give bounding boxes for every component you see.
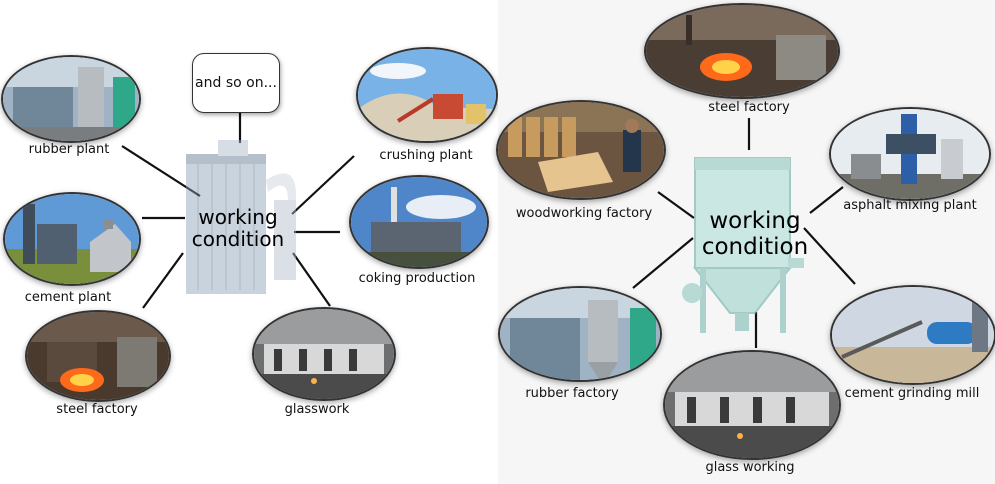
connector-crushing	[291, 155, 355, 215]
label-crushing-plant: crushing plant	[379, 148, 473, 163]
label-rubber-plant: rubber plant	[28, 142, 110, 157]
connector-rubber-plant	[121, 145, 201, 197]
crushing-plant-photo	[356, 47, 498, 143]
label-woodworking-factory: woodworking factory	[515, 206, 653, 221]
connector-steel-factory	[142, 252, 184, 309]
glasswork-photo	[252, 307, 396, 401]
center-line-2: condition	[191, 227, 285, 251]
connector-asphalt	[809, 186, 844, 214]
connector-glasswork	[292, 252, 331, 307]
left-connector-lines	[121, 113, 355, 309]
label-rubber-factory: rubber factory	[525, 386, 619, 401]
coking-production-photo	[349, 175, 489, 269]
label-cement-plant: cement plant	[24, 290, 112, 305]
right-diagram: working condition steel factory	[496, 0, 995, 484]
label-steel-factory: steel factory	[708, 100, 790, 115]
rubber-factory-photo	[498, 286, 662, 382]
label-cement-grinding-mill: cement grinding mill	[844, 386, 980, 401]
label-asphalt-mixing-plant: asphalt mixing plant	[843, 198, 977, 213]
dust-collector-image	[186, 140, 297, 294]
steel-factory-photo	[644, 3, 840, 99]
bubble-text: and so on...	[195, 75, 277, 91]
label-coking-production: coking production	[358, 271, 476, 286]
connector-rubber-factory	[632, 237, 694, 289]
cement-plant-photo	[3, 192, 141, 286]
rubber-plant-photo	[1, 55, 141, 143]
cement-grinding-mill-photo	[830, 285, 995, 385]
center-line-1: working	[709, 208, 801, 234]
connector-cement-grinding	[803, 227, 856, 285]
asphalt-mixing-plant-photo	[829, 107, 991, 201]
right-connector-lines	[632, 118, 856, 348]
label-glass-working: glass working	[705, 460, 795, 475]
center-line-2: condition	[701, 234, 809, 260]
center-line-1: working	[198, 205, 278, 229]
connector-woodworking	[657, 191, 695, 219]
label-steel-factory: steel factory	[56, 402, 138, 417]
left-diagram: and so on... working condition rubber pl…	[1, 47, 498, 417]
woodworking-factory-photo	[496, 100, 666, 200]
dust-collector-image	[682, 157, 804, 333]
and-so-on-bubble: and so on...	[192, 53, 280, 113]
steel-factory-photo	[25, 310, 171, 402]
glass-working-photo	[663, 350, 841, 460]
left-center-label: working condition	[192, 206, 284, 250]
label-glasswork: glasswork	[284, 402, 350, 417]
right-center-label: working condition	[702, 208, 808, 260]
